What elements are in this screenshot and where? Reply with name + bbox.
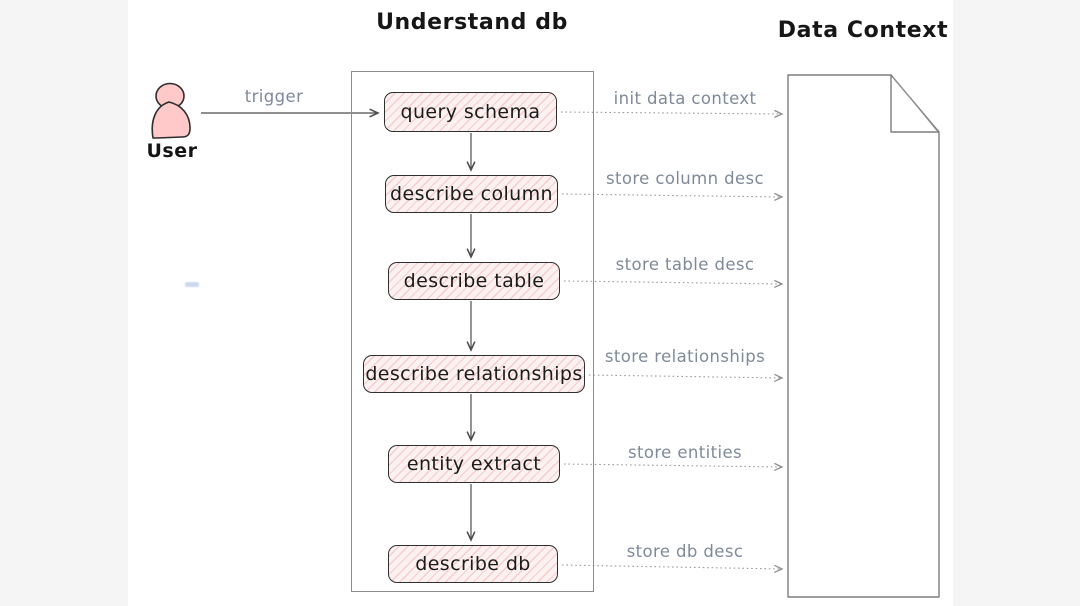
store-arrow-label-init-data-context: init data context [613,89,757,108]
step-box-describe-column: describe column [385,175,558,213]
store-arrow-label-store-relationships: store relationships [604,347,766,366]
trigger-arrow-label: trigger [244,87,304,106]
data-context-title: Data Context [777,18,949,43]
store-arrow-label-store-entities: store entities [627,443,743,462]
understand-db-frame [351,71,594,592]
step-box-entity-extract: entity extract [388,445,560,483]
store-arrow-label-store-column-desc: store column desc [605,169,765,188]
store-arrow-label-store-db-desc: store db desc [626,542,744,561]
step-box-describe-table: describe table [388,262,560,300]
step-box-describe-relationships: describe relationships [363,355,585,393]
understand-db-title: Understand db [376,10,568,35]
store-arrow-label-store-table-desc: store table desc [615,255,755,274]
step-box-describe-db: describe db [388,545,558,583]
user-label: User [146,140,198,162]
stray-mark [185,282,199,287]
step-box-query-schema: query schema [384,92,557,132]
